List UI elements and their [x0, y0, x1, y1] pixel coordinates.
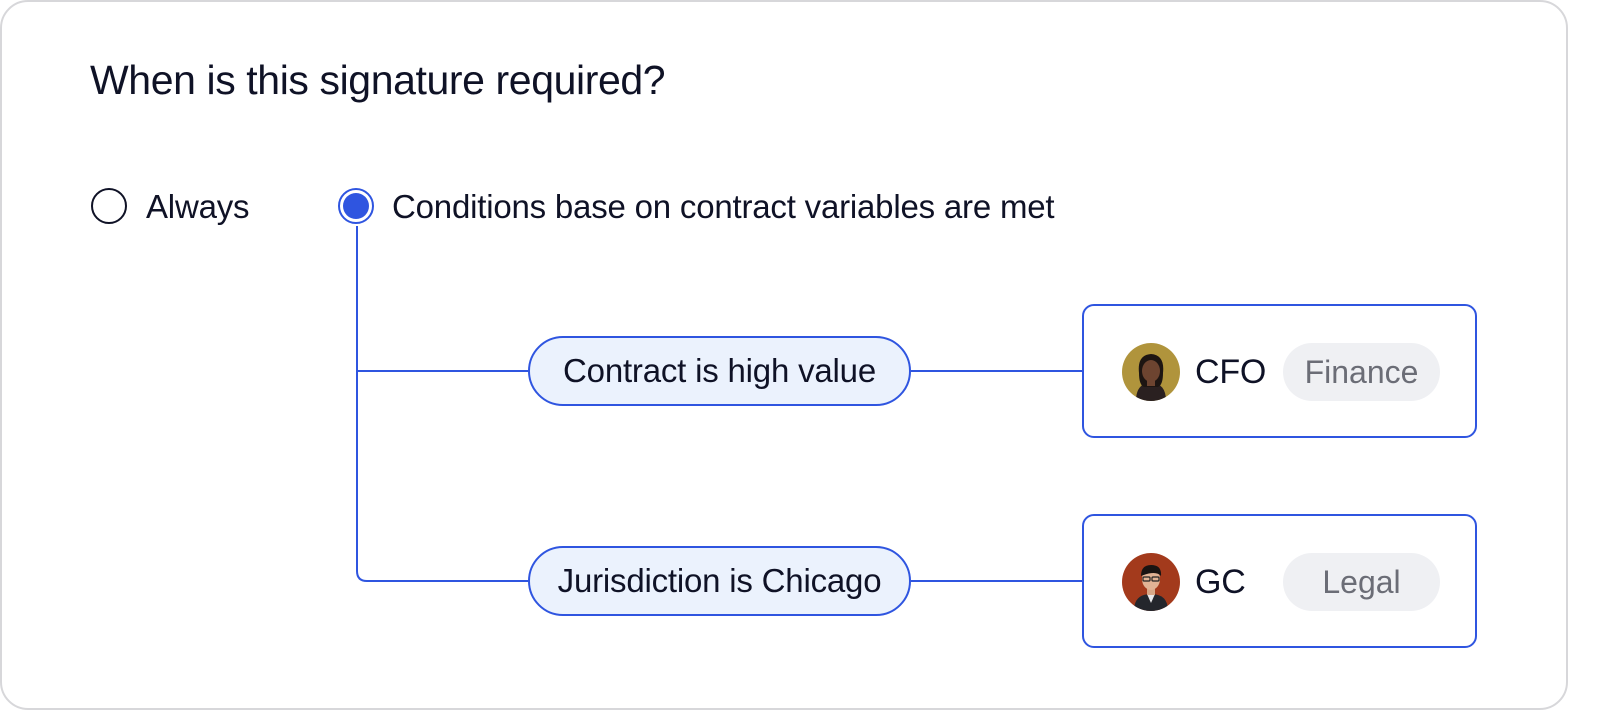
signer-card-gc[interactable]: GC Legal	[1082, 514, 1477, 648]
department-tag: Finance	[1283, 343, 1440, 401]
radio-selected-dot	[343, 193, 369, 219]
condition-pill-high-value[interactable]: Contract is high value	[528, 336, 911, 406]
signer-role: GC	[1195, 563, 1246, 601]
avatar	[1122, 343, 1180, 401]
signer-card-cfo[interactable]: CFO Finance	[1082, 304, 1477, 438]
avatar	[1122, 553, 1180, 611]
signer-role: CFO	[1195, 353, 1267, 391]
radio-conditional-label[interactable]: Conditions base on contract variables ar…	[392, 188, 1055, 225]
tree-trunk-line	[356, 226, 528, 582]
radio-conditional[interactable]	[338, 188, 374, 224]
department-tag: Legal	[1283, 553, 1440, 611]
condition-pill-jurisdiction[interactable]: Jurisdiction is Chicago	[528, 546, 911, 616]
page-title: When is this signature required?	[90, 57, 666, 103]
radio-always-label[interactable]: Always	[146, 188, 250, 225]
radio-always[interactable]	[91, 188, 127, 224]
